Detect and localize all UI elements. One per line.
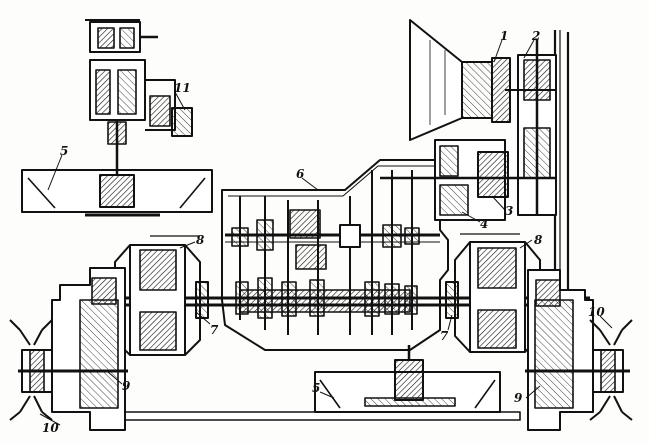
label-9-left: 9 [122, 379, 131, 393]
label-10-left: 10 [42, 421, 59, 435]
bottom-oil-pan [314, 345, 501, 413]
label-9-right: 9 [514, 391, 523, 405]
label-5-top: 5 [60, 144, 68, 158]
right-final-drive [525, 269, 630, 431]
right-clutch [445, 233, 541, 353]
label-4: 4 [480, 217, 488, 231]
right-wheel-hub [589, 319, 633, 421]
drive-column [505, 40, 557, 216]
top-oil-pan [21, 160, 213, 217]
callout-labels: 1 2 3 4 5 5 6 7 7 8 8 9 9 10 10 11 [42, 29, 605, 435]
label-6: 6 [296, 167, 305, 181]
gearbox-housing [221, 159, 449, 351]
label-3: 3 [505, 204, 513, 218]
label-7-left: 7 [210, 323, 219, 337]
label-1: 1 [500, 29, 508, 43]
label-8-right: 8 [534, 233, 543, 247]
label-10-right: 10 [588, 305, 605, 319]
label-7-right: 7 [440, 329, 449, 343]
engine-bell [409, 19, 511, 141]
leader-lines [39, 39, 613, 426]
steering-mechanism [85, 19, 193, 160]
left-clutch [114, 235, 209, 356]
label-5-bottom: 5 [312, 381, 320, 395]
label-11: 11 [174, 81, 191, 95]
transfer-gears [380, 139, 555, 221]
label-8-left: 8 [196, 233, 205, 247]
left-wheel-hub [9, 319, 53, 421]
label-2: 2 [531, 29, 540, 43]
left-final-drive [18, 267, 128, 431]
